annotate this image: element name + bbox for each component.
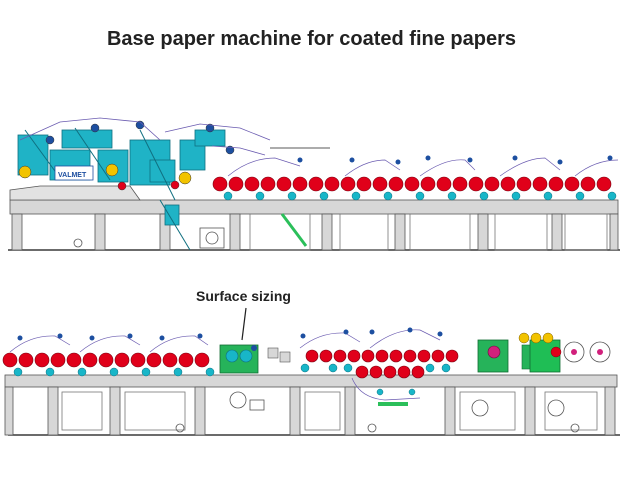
forming-braces: [24, 127, 191, 251]
top-felt-guide-rolls: [297, 155, 613, 165]
bottom-felt-guide-rolls-1: [17, 333, 203, 341]
bottom-foundation-legs: [4, 386, 616, 436]
bottom-dryer-cylinders-1: [2, 352, 210, 368]
top-dryer-felt-loops: [227, 157, 619, 177]
page-title: Base paper machine for coated fine paper…: [106, 28, 517, 50]
top-dryer-vacuum-rolls: [223, 191, 617, 201]
bottom-foundation-beam: [4, 374, 618, 388]
bottom-dryer-vacuum-rolls-1: [13, 367, 215, 377]
top-dryer-section: [212, 155, 619, 201]
surface-sizing-callout: Surface sizing: [196, 288, 291, 304]
top-felt-loops: [19, 117, 330, 156]
bottom-drive-units: [175, 391, 580, 433]
bottom-felt-guide-rolls-2: [300, 327, 443, 339]
valmet-logo: VALMET: [58, 172, 87, 179]
bottom-dryer-group-1: [2, 333, 215, 377]
bottom-dryer-vacuum-rolls-2: [300, 363, 451, 396]
top-drive-units: [73, 227, 225, 249]
bottom-felt-loops-1: [9, 335, 209, 353]
valmet-logo-box: [54, 165, 94, 181]
bottom-green-bar: [378, 402, 408, 406]
bottom-basement-boxes: [61, 391, 598, 431]
top-dryer-cylinders: [212, 176, 612, 192]
bottom-felt-loops-2: [299, 329, 441, 401]
forming-frame: [9, 185, 141, 201]
top-foundation-legs: [11, 213, 619, 251]
top-basement-boxes: [249, 213, 608, 251]
calender: [477, 339, 533, 373]
surface-sizing-pointer: [241, 307, 247, 341]
surface-sizer: [219, 344, 259, 374]
bottom-dryer-group-2: [299, 327, 459, 406]
reel-section: [518, 332, 611, 373]
bottom-machine-row: [2, 307, 620, 436]
top-foundation-beam: [9, 199, 619, 215]
top-diagonal-strut: [280, 213, 308, 247]
top-machine-row: VALMET: [8, 117, 620, 251]
bottom-dryer-cylinders-2: [305, 349, 459, 379]
sizer-hoods: [267, 347, 291, 363]
forming-rolls: [18, 120, 235, 191]
